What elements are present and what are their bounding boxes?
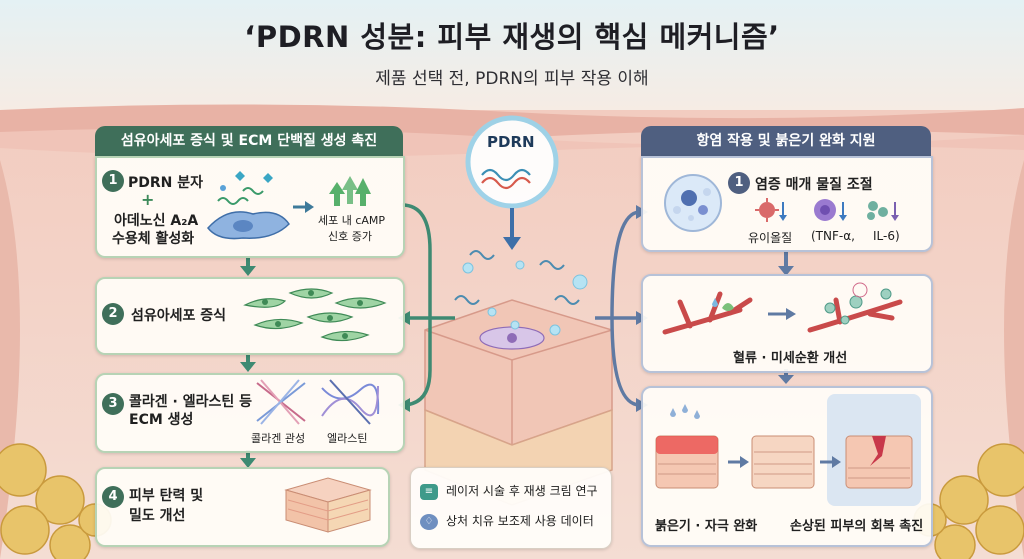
left-step-1-card	[95, 156, 405, 258]
collagen-caption: 콜라겐 관성	[251, 432, 306, 445]
pdrn-center-label: PDRN	[487, 133, 535, 151]
page-subtitle: 제품 선택 전, PDRN의 피부 작용 이해	[375, 69, 649, 89]
right-step-1-label: 염증 매개 물질 조절	[755, 177, 873, 193]
legend-item-laser-study: ≡ 레이저 시술 후 재생 크림 연구	[420, 482, 598, 500]
left-step-1-line2: 아데노신 A₂A	[114, 213, 199, 229]
left-step-1-result: 세포 내 cAMP	[318, 214, 386, 227]
left-step-4-number: 4	[102, 486, 124, 508]
fibroblast-cells-illustration	[243, 288, 387, 342]
legend-item-2-text: 상처 치유 보조제 사용 데이터	[446, 514, 594, 528]
left-step-1-number: 1	[102, 170, 124, 192]
left-panel-header: 섬유아세포 증식 및 ECM 단백질 생성 촉진	[95, 126, 403, 156]
camp-up-arrows-icon	[329, 176, 371, 206]
left-step-3-card	[95, 373, 405, 453]
evidence-legend	[410, 467, 612, 549]
left-step-2-label: 섬유아세포 증식	[131, 308, 227, 324]
left-step-3-line1: 콜라겐 · 엘라스틴 등	[129, 394, 252, 410]
right-arrow	[293, 201, 314, 213]
mediator-1-label: 유이올질	[748, 231, 793, 245]
legend-item-wound-data: ♢ 상처 치유 보조제 사용 데이터	[420, 512, 594, 530]
research-icon: ≡	[420, 483, 438, 500]
left-step-1-line1: PDRN 분자	[128, 175, 204, 191]
right-step-3-label-2: 손상된 피부의 회복 촉진	[790, 519, 924, 534]
left-step-1-result2: 신호 증가	[328, 230, 372, 243]
elastin-caption: 엘라스틴	[327, 432, 368, 445]
right-step-1-number: 1	[728, 172, 750, 194]
elastin-fibers-illustration	[321, 379, 380, 425]
blood-vessel-illustration	[662, 282, 903, 335]
left-step-3-line2: ECM 생성	[129, 412, 194, 428]
mediator-3-label: IL-6)	[873, 229, 900, 243]
collagen-fibers-illustration	[256, 379, 306, 425]
fibroblast-receptor-illustration	[207, 171, 290, 240]
droplet-icon: ♢	[420, 513, 438, 530]
right-step-3-label-1: 붉은기 · 자극 완화	[655, 519, 758, 534]
mediator-2-label: (TNF-α,	[811, 229, 855, 243]
right-step-2-label: 혈류 · 미세순환 개선	[733, 351, 848, 366]
right-panel-header: 항염 작용 및 붉은기 완화 지원	[641, 126, 931, 156]
left-step-2-card	[95, 277, 405, 355]
inflammatory-mediators-icons	[755, 198, 899, 222]
legend-item-1-text: 레이저 시술 후 재생 크림 연구	[446, 484, 598, 498]
left-step-4-line1: 피부 탄력 및	[129, 488, 204, 504]
plus-sign: +	[141, 190, 155, 209]
left-step-4-line2: 밀도 개선	[129, 508, 186, 524]
left-step-2-number: 2	[102, 303, 124, 325]
left-step-3-number: 3	[102, 393, 124, 415]
left-step-1-line3: 수용체 활성화	[112, 231, 195, 247]
skin-block-illustration	[284, 477, 372, 533]
redness-recovery-illustration	[655, 404, 913, 489]
page-title: ‘PDRN 성분: 피부 재생의 핵심 메커니즘’	[244, 20, 780, 54]
immune-cell-illustration	[664, 174, 722, 232]
